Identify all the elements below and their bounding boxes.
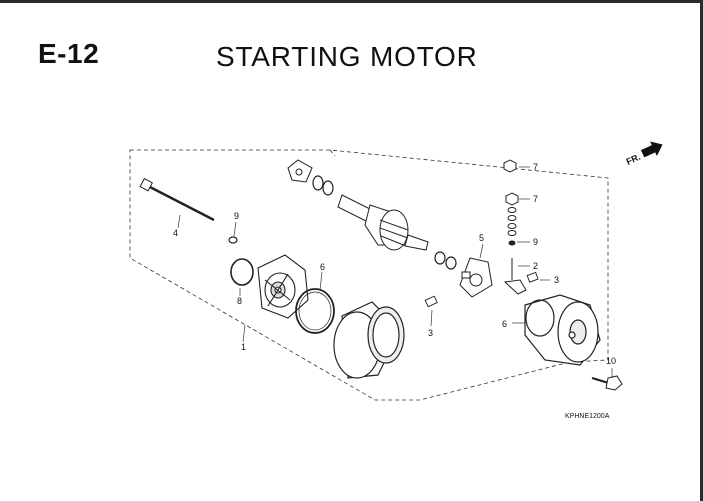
brush-spring-part: [424, 271, 539, 308]
mounting-plate-part: [287, 159, 313, 183]
large-gasket-part: [295, 288, 335, 334]
fr-label: FR.: [625, 152, 642, 167]
washer-part: [312, 175, 324, 191]
figure-code: KPHNE1200A: [565, 413, 610, 420]
washer-part: [434, 251, 446, 265]
callout-10: 10: [606, 356, 616, 366]
right-border: [700, 0, 703, 501]
callout-9: 9: [234, 211, 239, 221]
nut-stack-part: [503, 159, 519, 246]
terminal-bolt-part: [503, 258, 527, 295]
callout-7: 7: [533, 194, 538, 204]
motor-case-part: [333, 301, 405, 379]
callout-1: 1: [241, 342, 246, 352]
callout-8: 8: [237, 296, 242, 306]
callout-9: 9: [533, 237, 538, 247]
washer-part: [322, 180, 334, 196]
brush-holder-part: [459, 257, 493, 298]
leader-lines: [177, 166, 613, 378]
callout-7: 7: [533, 162, 538, 172]
callout-4: 4: [173, 228, 178, 238]
long-bolt-part: [139, 177, 215, 222]
callout-2: 2: [533, 261, 538, 271]
assembly-outline: [129, 149, 609, 401]
callout-5: 5: [479, 233, 484, 243]
callout-3: 3: [428, 328, 433, 338]
mounting-bolt-part: [591, 375, 623, 391]
armature-part: [337, 194, 429, 251]
rear-cover-part: [524, 294, 601, 366]
small-o-ring-part: [228, 236, 238, 244]
section-code: E-12: [38, 38, 100, 69]
top-border: [0, 0, 703, 3]
callout-6: 6: [320, 262, 325, 272]
front-direction-marker: FR.: [625, 141, 663, 167]
callout-3: 3: [554, 275, 559, 285]
callout-6: 6: [502, 319, 507, 329]
washer-part: [445, 256, 457, 270]
front-cover-part: [257, 254, 309, 319]
o-ring-part: [230, 258, 254, 286]
page-title: STARTING MOTOR: [216, 41, 478, 72]
